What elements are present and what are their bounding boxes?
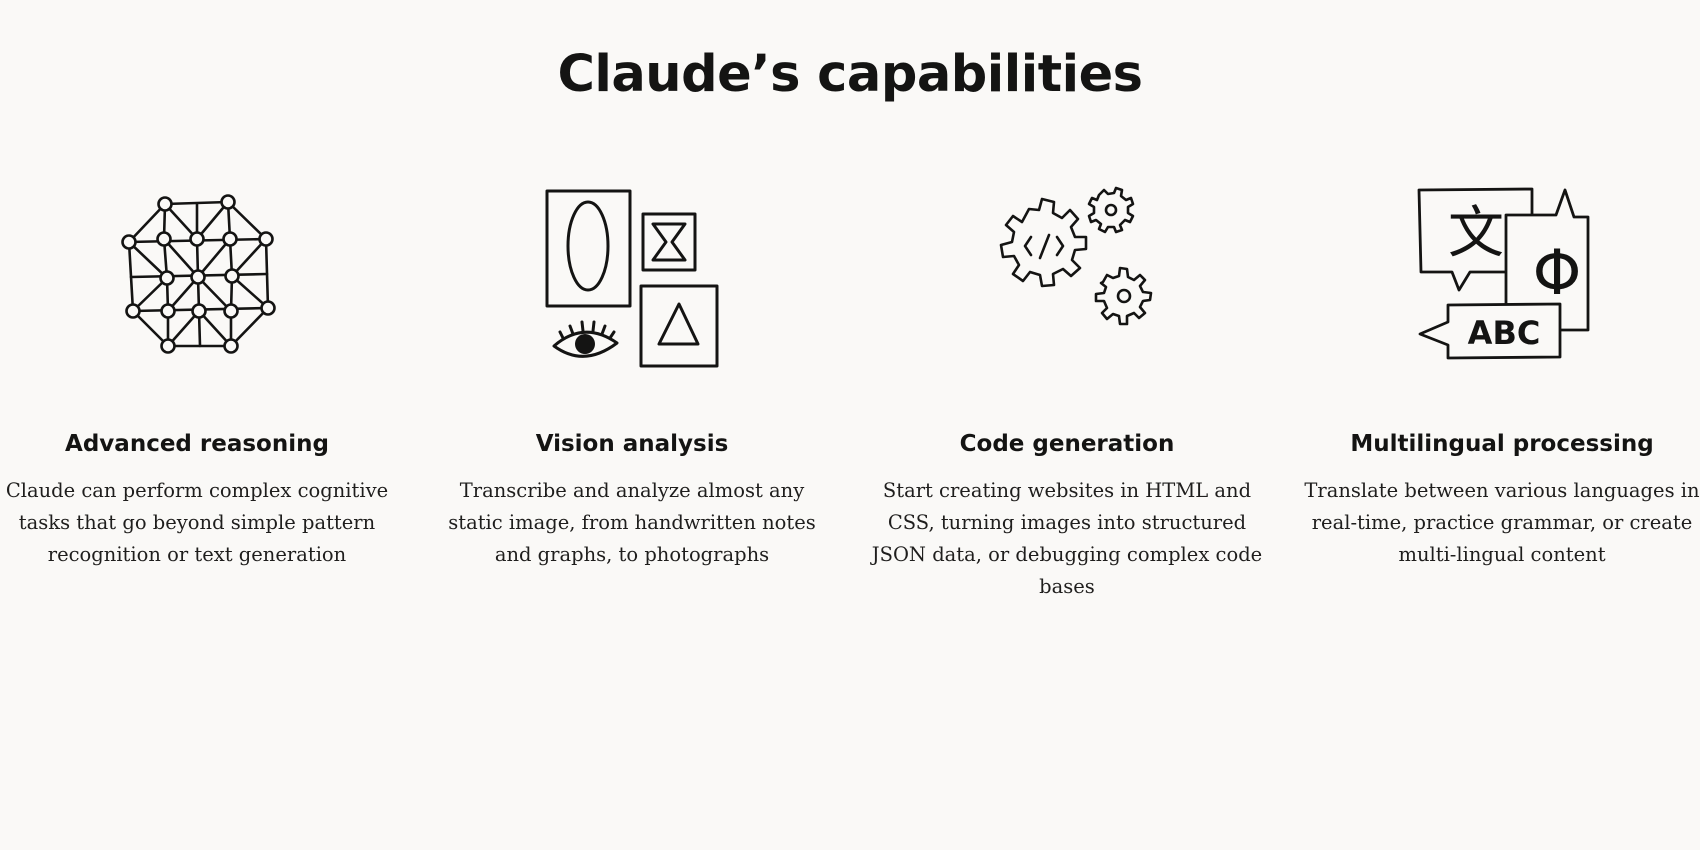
vision-frames-eye-icon	[532, 180, 732, 380]
card-title: Code generation	[959, 431, 1175, 457]
capability-card-multilingual-processing: 文 Φ ABC Multilingual processing Translat…	[1302, 180, 1700, 566]
bubble-glyph-abc: ABC	[1468, 314, 1541, 352]
network-graph-icon	[97, 180, 297, 380]
capability-card-advanced-reasoning: Advanced reasoning Claude can perform co…	[0, 180, 397, 566]
capability-card-vision-analysis: Vision analysis Transcribe and analyze a…	[432, 180, 832, 566]
bubble-glyph-wen: 文	[1448, 201, 1504, 266]
card-description: Start creating websites in HTML and CSS,…	[871, 479, 1263, 598]
card-title: Vision analysis	[535, 431, 729, 457]
card-description: Claude can perform complex cognitive tas…	[5, 479, 389, 566]
bubble-glyph-phi: Φ	[1533, 236, 1582, 309]
code-gears-icon	[967, 180, 1167, 380]
card-description: Translate between various languages in r…	[1304, 479, 1700, 566]
speech-bubbles-languages-icon: 文 Φ ABC	[1402, 180, 1602, 380]
card-title: Advanced reasoning	[65, 431, 329, 457]
page-title: Claude’s capabilities	[557, 45, 1143, 104]
card-title: Multilingual processing	[1350, 431, 1654, 457]
card-description: Transcribe and analyze almost any static…	[448, 479, 816, 566]
capability-card-code-generation: Code generation Start creating websites …	[867, 180, 1267, 598]
